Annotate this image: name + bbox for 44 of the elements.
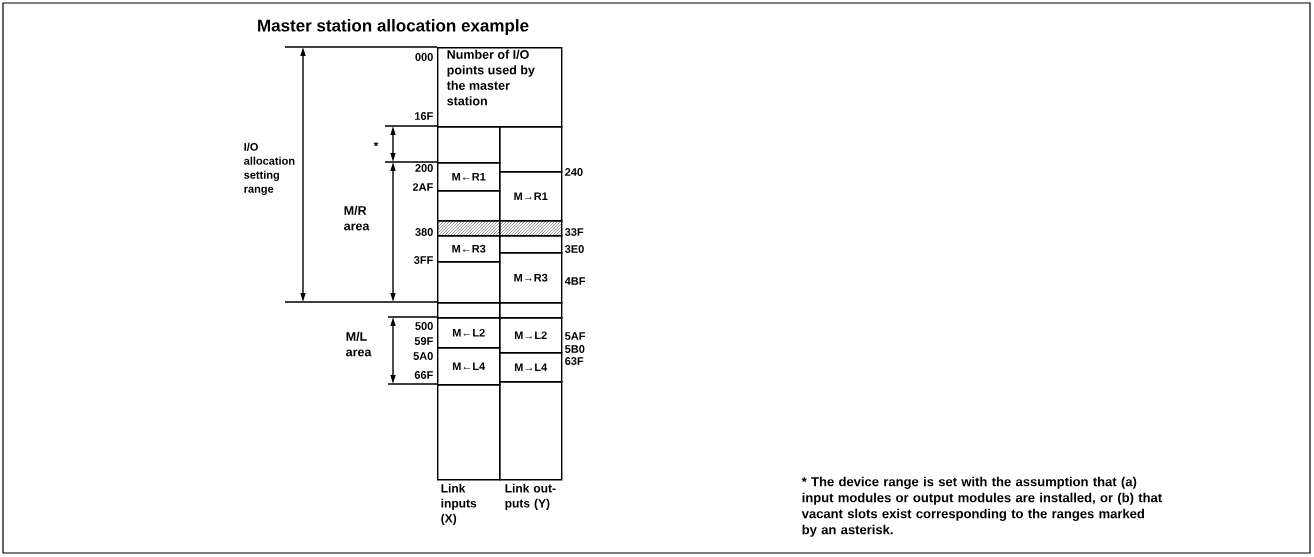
address-label: 200	[415, 164, 433, 172]
empty-block	[499, 381, 563, 481]
empty-block	[437, 302, 501, 319]
hatched-block	[437, 220, 501, 237]
address-label: 3E0	[564, 245, 584, 253]
address-label: 240	[565, 168, 583, 176]
memory-block: M←R3	[437, 235, 501, 263]
column-label: Link out-puts (Y)	[505, 483, 556, 510]
address-label: 500	[415, 322, 433, 330]
hatched-block	[499, 220, 563, 237]
empty-block	[499, 302, 563, 319]
empty-block	[499, 235, 563, 254]
address-label: 66F	[414, 371, 433, 379]
address-label: 59F	[414, 337, 433, 345]
memory-block: M→R3	[499, 252, 563, 304]
column-label: Link inputs (X)	[441, 483, 477, 525]
address-label: 4BF	[564, 277, 586, 285]
area-label: M/L area	[346, 331, 372, 357]
address-label: 63F	[565, 357, 584, 365]
empty-block	[437, 126, 501, 164]
range-label: I/O allocation setting range	[244, 142, 295, 195]
address-label: 380	[415, 228, 433, 236]
empty-block	[437, 261, 501, 304]
memory-block: M←R1	[437, 162, 501, 192]
memory-block: M→L2	[499, 317, 563, 354]
memory-block: M←L2	[437, 317, 501, 349]
empty-block	[437, 190, 501, 222]
memory-block: M→R1	[499, 171, 563, 222]
area-label: M/R area	[344, 205, 370, 231]
address-label: 5B0	[565, 345, 585, 353]
footnote-text: * The device range is set with the assumption that (a) input modules or output modules are installed, or (b) that vacant slots exist corresponding to the ranges marked by an asterisk.	[801, 476, 1162, 537]
address-label: 5AF	[565, 332, 586, 340]
memory-block: Number of I/O points used by the master station	[437, 47, 563, 128]
title: Master station allocation example	[258, 19, 529, 35]
address-label: 3FF	[414, 256, 433, 264]
empty-block	[499, 126, 563, 173]
address-label: 2AF	[412, 183, 433, 191]
address-label: 5A0	[413, 352, 433, 360]
address-label: 33F	[564, 228, 584, 236]
asterisk-mark: *	[373, 141, 379, 147]
address-label: 16F	[415, 112, 433, 120]
empty-block	[437, 384, 501, 481]
memory-block: M→L4	[499, 352, 563, 383]
memory-block: M←L4	[437, 347, 501, 386]
